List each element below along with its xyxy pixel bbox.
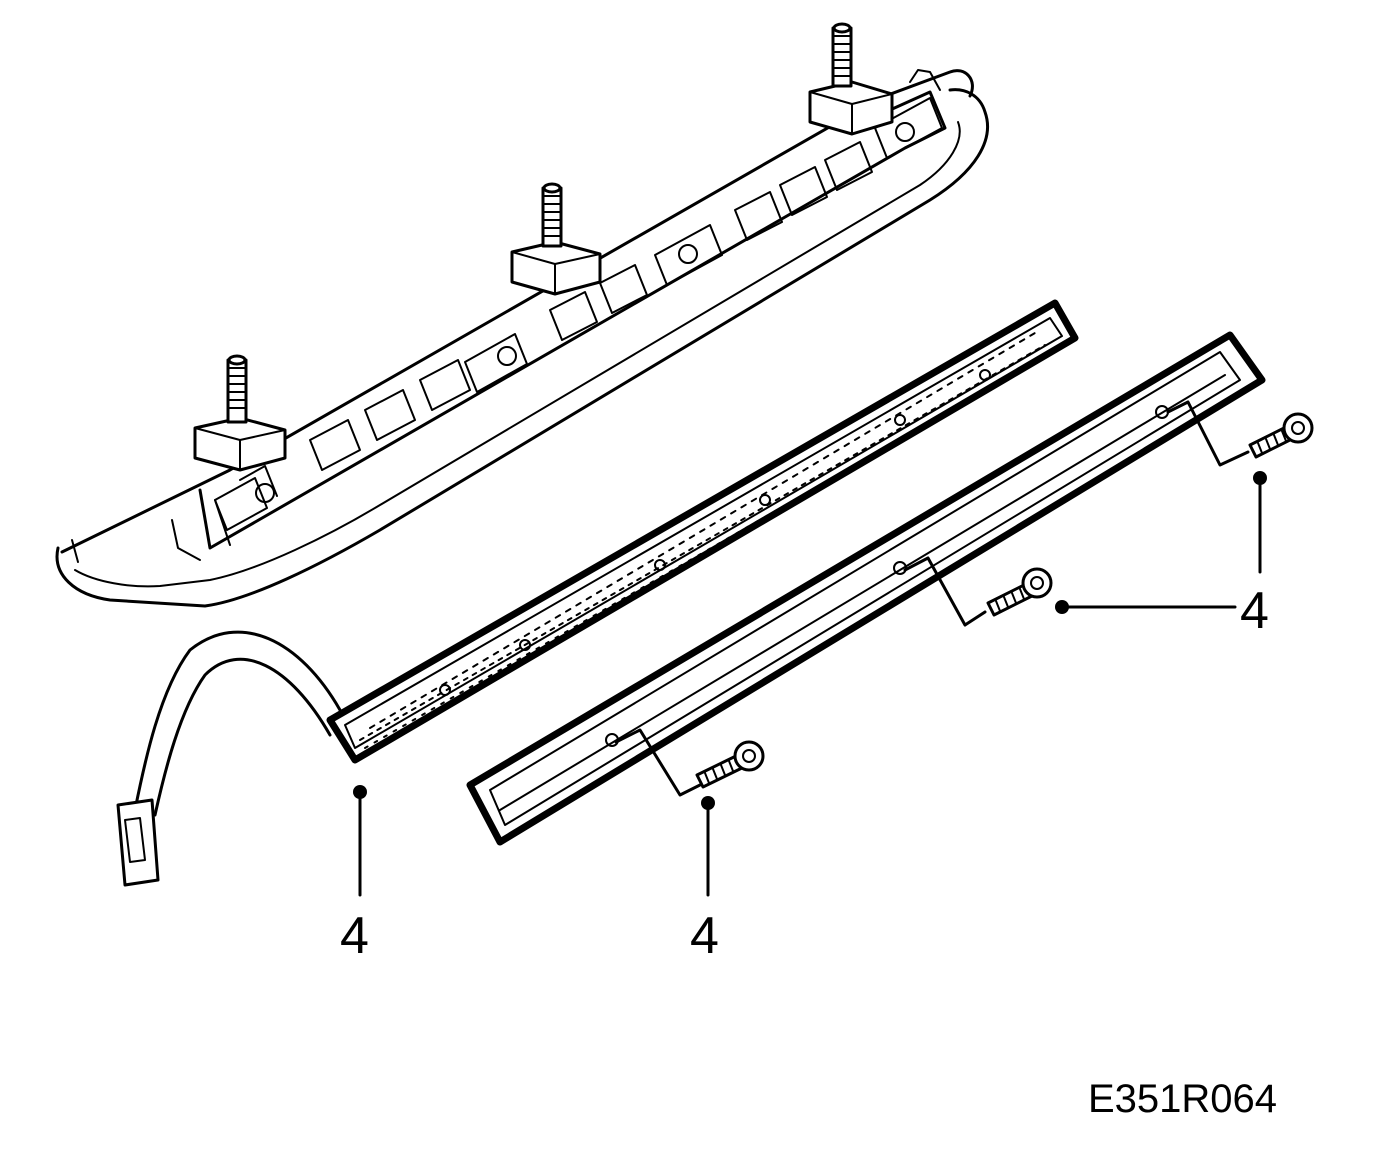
screw-right [1166,400,1314,467]
leader-screw-right [1055,471,1267,614]
wiring-harness [116,630,342,887]
housing-light-cells [214,97,943,531]
led-circuit-board [326,299,1079,764]
drawing-reference-code: E351R064 [1088,1077,1277,1121]
screw-left [614,728,765,797]
screw-middle [903,556,1053,627]
mounting-stud-1 [193,354,287,472]
lamp-housing [55,22,990,608]
callout-label-screw-left: 4 [690,907,719,965]
mounting-stud-3 [808,22,894,136]
lamp-lens [466,331,1266,846]
callout-label-harness: 4 [340,907,369,965]
mounting-stud-2 [510,182,602,296]
led-pattern [359,329,1046,749]
leader-harness [353,785,367,897]
callout-label-screw-right: 4 [1240,582,1269,640]
leader-screw-left [701,796,715,897]
